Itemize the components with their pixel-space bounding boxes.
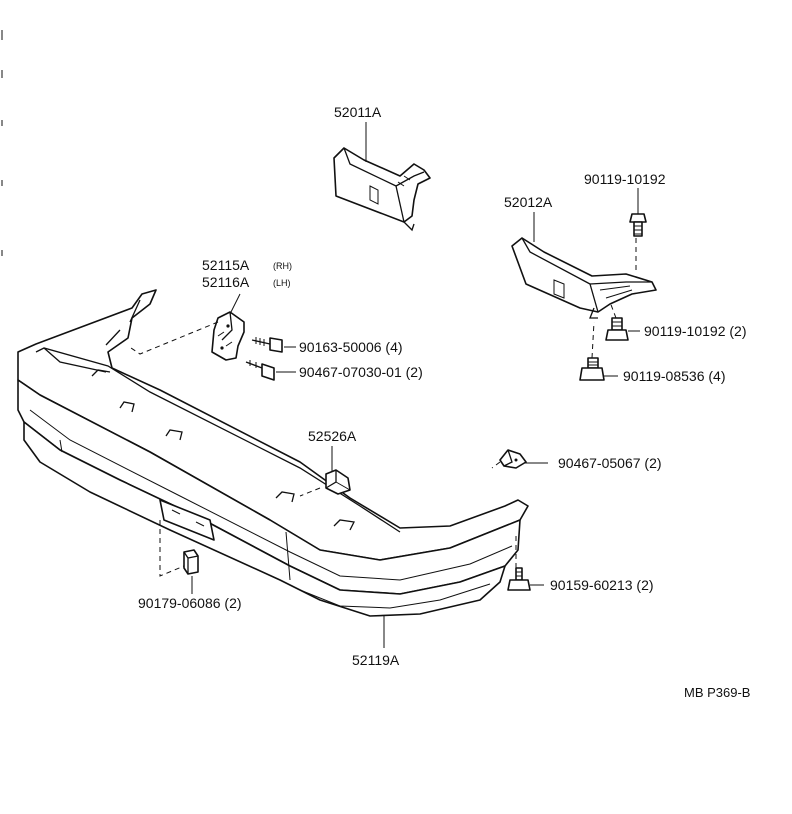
label-52116A-side: (LH) bbox=[273, 278, 291, 288]
label-90179-06086: 90179-06086 (2) bbox=[138, 595, 242, 611]
label-90163-50006: 90163-50006 (4) bbox=[299, 339, 403, 355]
label-52012A: 52012A bbox=[504, 194, 553, 210]
label-52115A-side: (RH) bbox=[273, 261, 292, 271]
label-90119-08536: 90119-08536 (4) bbox=[623, 368, 725, 384]
screw-90159-60213 bbox=[507, 567, 531, 591]
screw-90163-50006 bbox=[251, 337, 283, 353]
bracket-52011A bbox=[333, 147, 431, 232]
label-90159-60213: 90159-60213 (2) bbox=[550, 577, 654, 593]
bracket-52012A bbox=[511, 237, 657, 319]
label-52115A: 52115A bbox=[202, 257, 250, 273]
label-90119-10192: 90119-10192 (2) bbox=[644, 323, 746, 339]
retainer-52526A bbox=[325, 469, 351, 495]
clip-90467-05067 bbox=[499, 449, 527, 469]
leader-lines bbox=[191, 122, 640, 648]
label-52116A: 52116A bbox=[202, 274, 250, 290]
bracket-52115A-52116A bbox=[211, 311, 245, 361]
clip-90467-07030-01 bbox=[245, 360, 275, 381]
bolt-90119-10192-top bbox=[629, 213, 647, 237]
label-52526A: 52526A bbox=[308, 428, 357, 444]
label-52011A: 52011A bbox=[334, 104, 382, 120]
nut-90179-06086 bbox=[183, 549, 199, 575]
label-90467-07030-01: 90467-07030-01 (2) bbox=[299, 364, 423, 380]
bolt-90119-10192 bbox=[605, 317, 629, 341]
label-90467-05067: 90467-05067 (2) bbox=[558, 455, 662, 471]
label-52119A: 52119A bbox=[352, 652, 400, 668]
bumper-cover-52119A bbox=[17, 289, 529, 617]
reference-code: MB P369-B bbox=[684, 685, 750, 700]
bolt-90119-08536 bbox=[579, 357, 605, 381]
assembly-lines bbox=[127, 238, 637, 577]
label-90119-10192-top: 90119-10192 bbox=[584, 171, 666, 187]
